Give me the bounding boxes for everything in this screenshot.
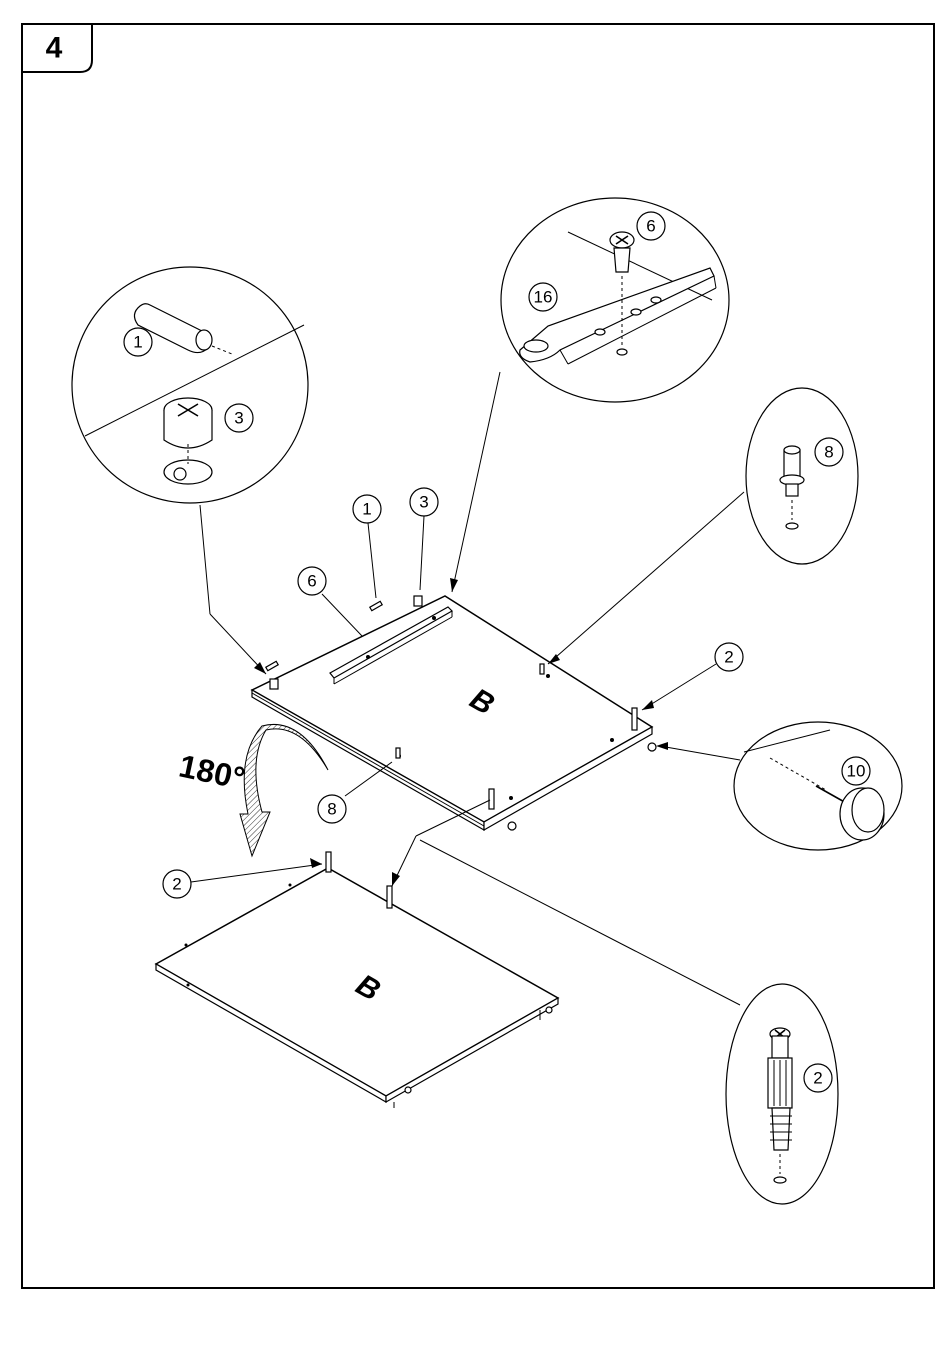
callout-cam: 3 <box>410 488 438 590</box>
step-number: 4 <box>46 32 63 65</box>
detail-dowel-cam: 1 3 <box>72 267 308 503</box>
svg-text:2: 2 <box>172 875 181 894</box>
detail-rail: 6 16 <box>501 198 729 402</box>
detail-glide: 10 <box>734 722 902 850</box>
svg-text:1: 1 <box>133 333 142 352</box>
svg-text:2: 2 <box>813 1069 822 1088</box>
top-panel: B <box>252 596 656 830</box>
rotation-label: 180° <box>176 748 248 797</box>
detail-bolt: 2 <box>726 984 838 1204</box>
svg-text:6: 6 <box>307 572 316 591</box>
svg-text:8: 8 <box>824 443 833 462</box>
svg-text:3: 3 <box>234 409 243 428</box>
svg-text:8: 8 <box>327 800 336 819</box>
svg-text:3: 3 <box>419 493 428 512</box>
detail-pin: 8 <box>746 388 858 564</box>
svg-text:2: 2 <box>724 648 733 667</box>
bottom-panel: B <box>156 852 558 1108</box>
callout-screw: 6 <box>298 567 362 636</box>
callout-bolt-right: 2 <box>642 643 743 710</box>
step-badge: 4 <box>22 24 92 72</box>
svg-text:1: 1 <box>362 500 371 519</box>
callout-dowel: 1 <box>353 495 381 598</box>
svg-text:6: 6 <box>646 217 655 236</box>
svg-text:16: 16 <box>534 288 553 307</box>
rotation-arrow <box>240 724 328 856</box>
svg-text:10: 10 <box>847 762 866 781</box>
